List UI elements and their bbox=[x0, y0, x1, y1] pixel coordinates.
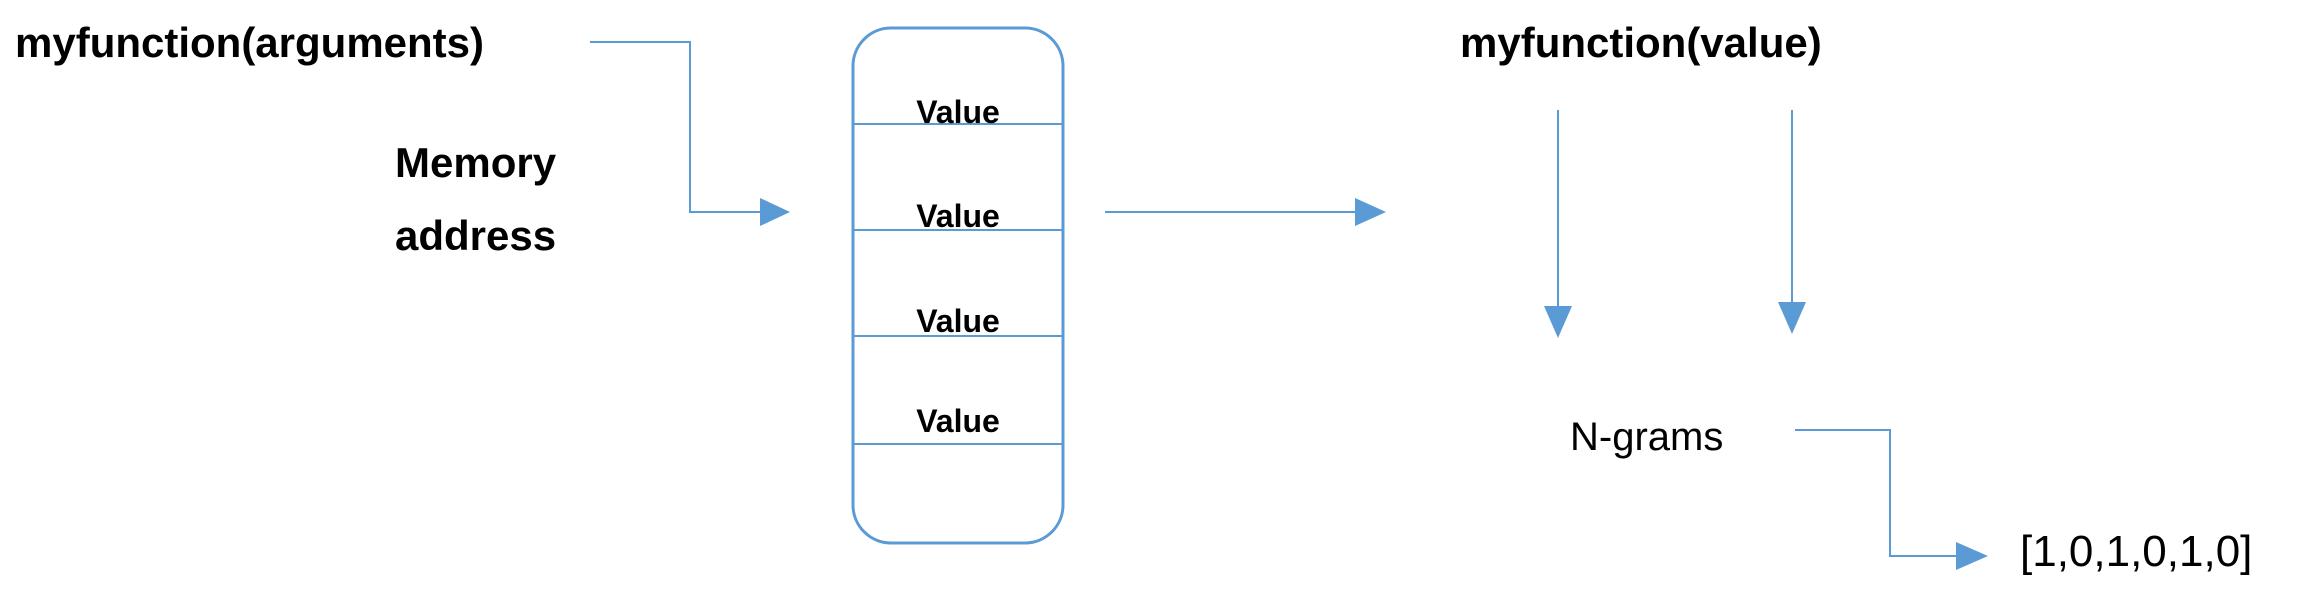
memory-address-label-line2: address bbox=[395, 212, 557, 259]
down-arrow-right-head bbox=[1778, 302, 1806, 334]
ngrams-label: N-grams bbox=[1570, 415, 1724, 459]
memory-cell-value-3: Value bbox=[916, 303, 1000, 339]
memory-cell-value-4: Value bbox=[916, 403, 1000, 439]
call-label: myfunction(arguments) bbox=[15, 19, 485, 66]
down-arrow-left-head bbox=[1544, 306, 1572, 338]
result-call-label: myfunction(value) bbox=[1460, 19, 1822, 66]
call-to-memory-arrowhead bbox=[760, 198, 790, 226]
memory-to-function-arrowhead bbox=[1355, 198, 1386, 226]
memory-block bbox=[851, 26, 1065, 545]
ngrams-to-vector-arrowhead bbox=[1956, 542, 1988, 570]
memory-cell-value-2: Value bbox=[916, 198, 1000, 234]
vector-label: [1,0,1,0,1,0] bbox=[2020, 527, 2253, 576]
call-to-memory-connector bbox=[590, 41, 765, 213]
ngrams-to-vector-connector bbox=[1795, 429, 1960, 557]
memory-address-label-line1: Memory bbox=[395, 139, 557, 186]
memory-cell-value-1: Value bbox=[916, 94, 1000, 130]
